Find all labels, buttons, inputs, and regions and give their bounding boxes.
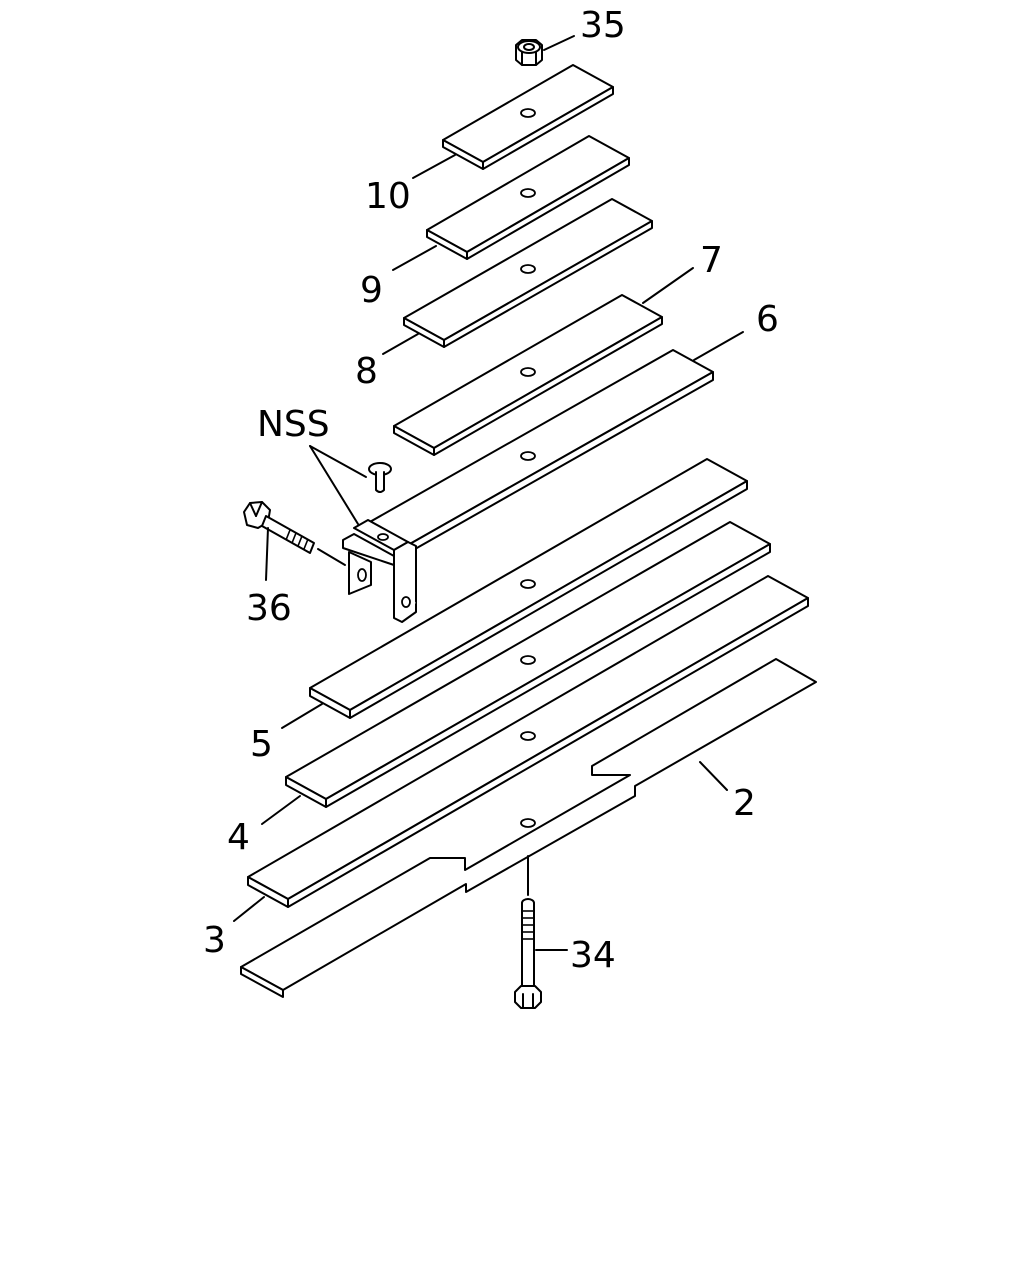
leader-nss-rivet: [309, 445, 367, 478]
leader-36: [265, 527, 269, 581]
leader-35: [543, 35, 575, 51]
callout-36: 36: [246, 588, 292, 629]
leaf-10: [442, 64, 614, 170]
callout-nss: NSS: [257, 404, 330, 445]
callout-9: 9: [360, 270, 383, 311]
leader-6: [693, 331, 744, 361]
leaf-2: [240, 658, 817, 998]
leaf-7: [393, 294, 663, 456]
callout-10: 10: [365, 176, 411, 217]
nut-35: [515, 39, 543, 66]
leader-2: [699, 761, 728, 791]
callout-3: 3: [203, 920, 226, 961]
callout-2: 2: [733, 783, 756, 824]
callout-34: 34: [570, 935, 616, 976]
rivet-nss: [368, 462, 392, 493]
callout-7: 7: [700, 240, 723, 281]
leaf-4: [285, 521, 771, 808]
leader-9: [392, 245, 437, 271]
leader-nss-bracket: [309, 445, 359, 525]
bolt-36: [243, 501, 315, 554]
callout-35: 35: [580, 5, 626, 46]
callout-5: 5: [250, 724, 273, 765]
leaf-9: [426, 135, 630, 260]
leader-10: [412, 154, 456, 179]
callout-4: 4: [227, 817, 250, 858]
spring-eye-bracket: [342, 519, 417, 623]
leader-4: [261, 795, 301, 825]
callout-8: 8: [355, 351, 378, 392]
leader-5: [281, 703, 323, 729]
leaf-3: [247, 575, 809, 908]
leaf-5: [309, 458, 748, 719]
leader-36-axis: [317, 548, 346, 566]
center-bolt-34: [514, 898, 542, 1009]
callout-6: 6: [756, 299, 779, 340]
leader-8: [382, 333, 419, 355]
leaf-8: [403, 198, 653, 348]
leader-3: [233, 896, 265, 922]
leader-7: [642, 267, 694, 304]
